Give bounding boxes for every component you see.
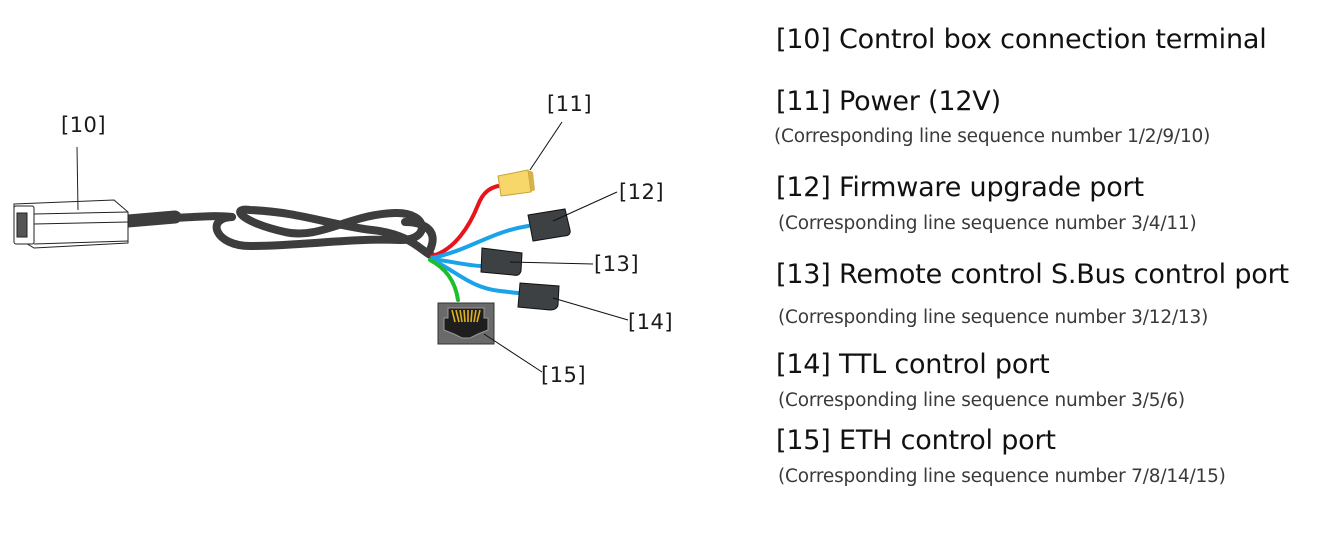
firmware-connector-12 (527, 191, 618, 242)
eth-port-15 (437, 302, 543, 373)
blue-wire-13 (430, 257, 484, 268)
blue-wire-14 (430, 258, 522, 295)
callout-14: [14] (628, 310, 674, 334)
legend-item-12-sub: (Corresponding line sequence number 3/4/… (778, 213, 1197, 234)
sbus-connector-13 (480, 247, 594, 276)
blue-wire-12 (430, 224, 530, 260)
legend-item-13-sub: (Corresponding line sequence number 3/12… (778, 307, 1209, 328)
cable-illustration (13, 121, 629, 373)
legend-item-11-sub: (Corresponding line sequence number 1/2/… (774, 126, 1211, 147)
main-cable (121, 205, 437, 260)
legend-item-14-sub: (Corresponding line sequence number 3/5/… (778, 390, 1185, 411)
legend-item-14-title: [14] TTL control port (776, 349, 1050, 380)
legend-item-15-title: [15] ETH control port (776, 425, 1056, 456)
port-legend: [10] Control box connection terminal [11… (774, 0, 1332, 528)
callout-12: [12] (619, 180, 665, 204)
legend-item-13-title: [13] Remote control S.Bus control port (776, 259, 1289, 290)
callout-10: [10] (61, 113, 107, 137)
legend-item-11-title: [11] Power (12V) (776, 86, 1001, 117)
callout-15: [15] (541, 363, 587, 387)
legend-item-10-title: [10] Control box connection terminal (776, 24, 1267, 55)
green-wire (428, 258, 460, 302)
power-connector-11 (497, 121, 563, 197)
callout-11: [11] (547, 92, 593, 116)
callout-13: [13] (594, 252, 640, 276)
red-wire (430, 184, 500, 258)
cable-diagram: [10] [11] [12] [13] [14] [15] (13, 92, 674, 387)
ttl-connector-14 (517, 282, 629, 321)
terminal-box-10 (13, 146, 129, 249)
legend-item-12-title: [12] Firmware upgrade port (776, 172, 1144, 203)
legend-item-15-sub: (Corresponding line sequence number 7/8/… (778, 466, 1226, 487)
